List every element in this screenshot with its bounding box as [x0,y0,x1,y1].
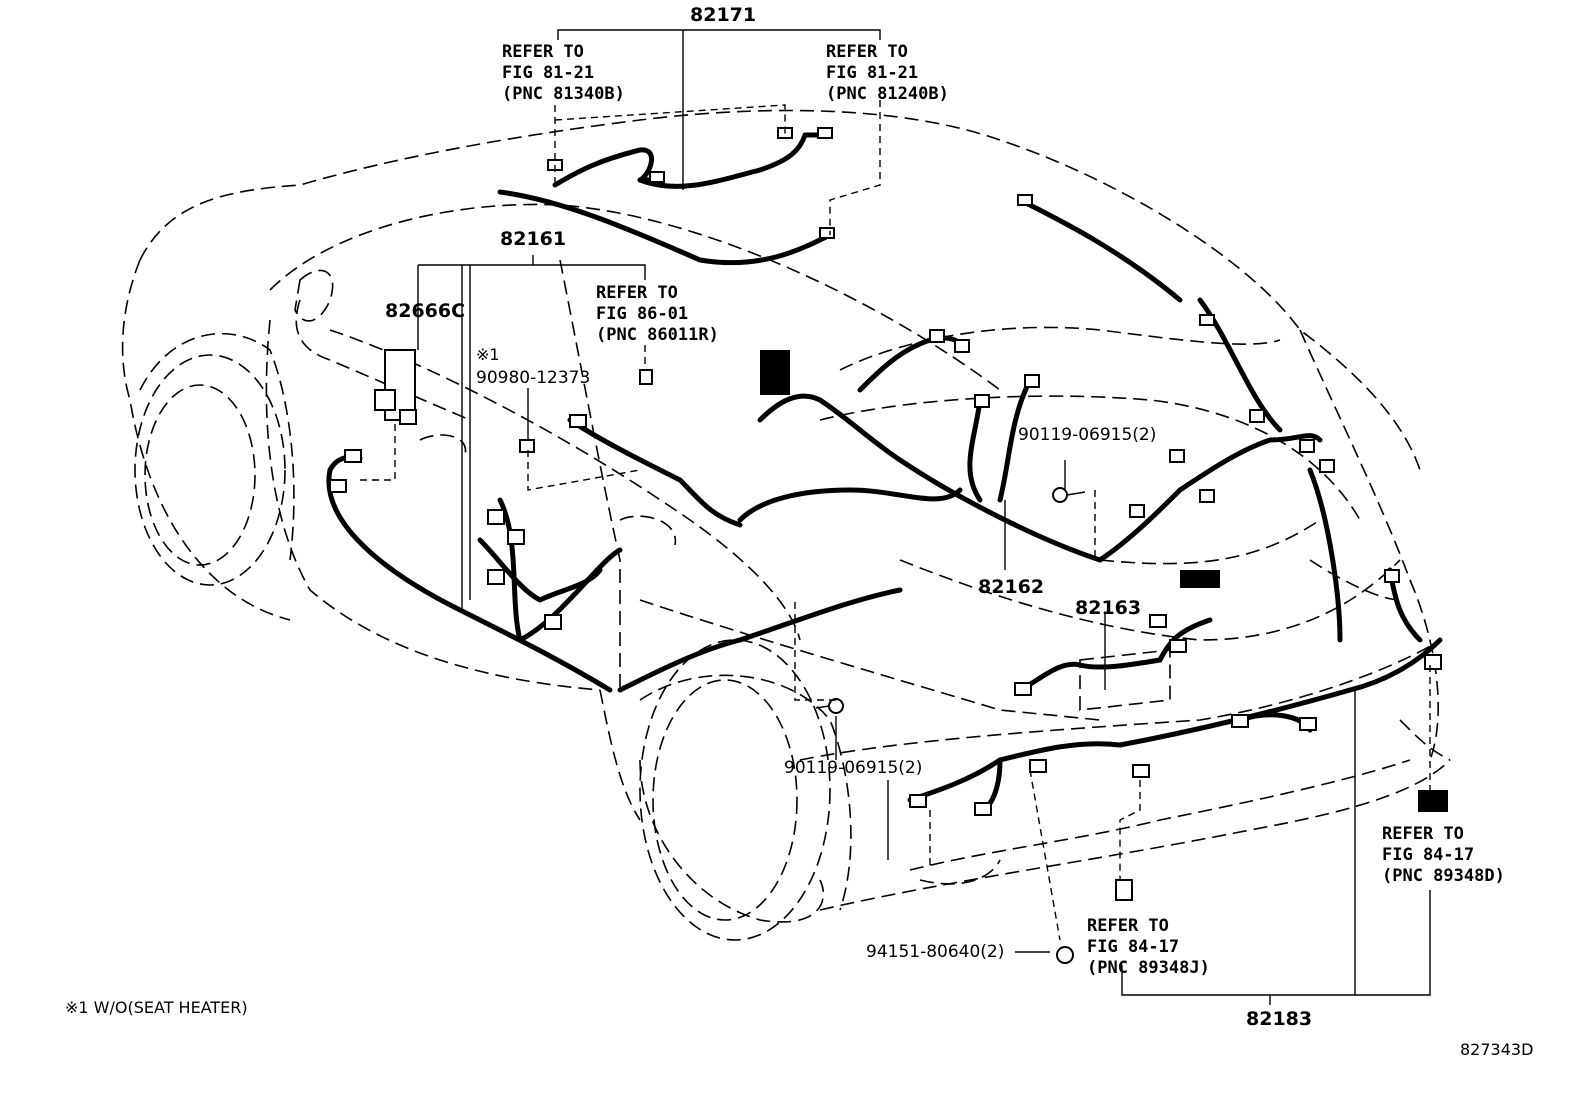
refer-note-81340b: REFER TO FIG 81-21 (PNC 81340B) [502,42,625,104]
vehicle-body-outline [121,109,1451,941]
refer-note-89348d: REFER TO FIG 84-17 (PNC 89348D) [1382,824,1505,886]
part-number-90119-06915-upper: 90119-06915(2) [1018,425,1157,445]
part-number-82162: 82162 [978,576,1045,598]
refer-note-89348j: REFER TO FIG 84-17 (PNC 89348J) [1087,916,1210,978]
back-door-harness-82163 [1014,614,1213,696]
part-number-82183: 82183 [1246,1008,1313,1030]
part-number-94151-80640: 94151-80640(2) [866,942,1005,962]
figure-id: 827343D [1460,1040,1534,1059]
part-number-82171: 82171 [690,4,757,26]
rear-harness-82162 [737,194,1335,588]
part-number-82666c: 82666C [385,300,466,322]
part-number-82161: 82161 [500,228,567,250]
fasteners [519,439,1086,964]
footnote-seat-heater: ※1 W/O(SEAT HEATER) [65,998,248,1017]
floor-harness-82161 [326,369,903,693]
part-number-90980-12373: 90980-12373 [476,368,591,388]
part-number-82163: 82163 [1075,597,1142,619]
refer-note-81240b: REFER TO FIG 81-21 (PNC 81240B) [826,42,949,104]
clip-note-mark: ※1 [476,345,500,364]
junction-block-82666c [374,349,417,425]
refer-note-86011r: REFER TO FIG 86-01 (PNC 86011R) [596,283,719,345]
bumper-harness-82183 [907,467,1448,901]
leader-lines [360,29,1431,1005]
part-number-90119-06915-lower: 90119-06915(2) [784,758,923,778]
